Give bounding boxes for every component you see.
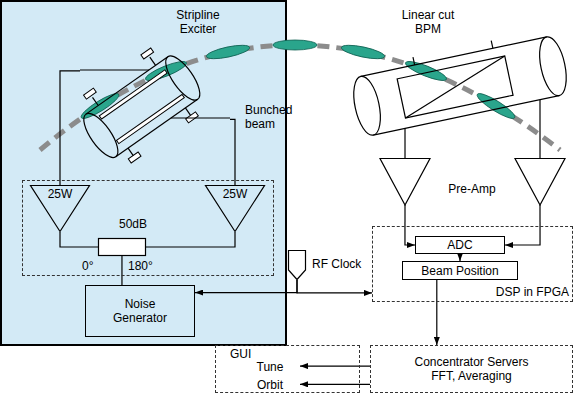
preamp-triangle [515,159,565,206]
node-label: 25W [30,187,90,201]
drive-feed-wire [80,69,149,70]
termination-resistor [186,112,199,123]
signal-connector [60,71,80,185]
preamp-output-wire [539,205,540,222]
bunch [273,40,317,50]
node-label: RF Clock [312,257,372,271]
signal-connector [459,254,460,261]
node-label: Orbit [257,378,283,392]
pickup-wire [404,128,405,140]
server-group: Concentrator ServersFFT, Averaging [370,345,573,393]
beam-bunches [79,40,518,122]
signal-connector [404,140,405,158]
node-label: GUI [230,347,270,361]
termination-resistor [141,48,154,59]
feedthrough [150,57,156,65]
cylinder-wall [86,57,168,114]
termination-resistor [128,152,141,163]
node-label: ADC [447,238,472,252]
rf-clock-source-drawing [288,250,306,280]
bpm-pickup-drawing [345,6,570,140]
drive-feed-wire [171,117,230,118]
amplifier-triangle [31,186,90,232]
linear-cut-electrode [397,56,513,118]
node-label: Pre-Amp [432,182,512,196]
process-box: ADC [415,236,505,254]
cylinder-wall [116,99,198,156]
node-label: 0° [82,259,102,273]
node-label: 50dB [119,217,169,231]
feedthrough [92,97,98,105]
annotation-label: Bunched beam [245,103,301,131]
pickup-wire [539,100,540,140]
signal-connector [195,280,297,293]
node-label: Noise Generator [104,297,176,325]
node-label: FFT, Averaging [431,369,511,383]
dashed-group: GUITuneOrbit [215,345,360,393]
bunch [205,43,250,62]
rf-clock-source: RF Clock [288,250,306,280]
stripline-exciter: Stripline Exciter [80,6,230,168]
preamp-output-wire [404,205,405,222]
beam-path [40,45,560,150]
bunch [340,43,385,62]
amplifier-triangle [206,186,265,232]
process-box: Noise Generator [85,285,195,337]
gui-item: Orbit [240,376,300,393]
cylinder-end [535,34,571,98]
linear-cut-line [397,56,513,118]
node-label: Tune [257,360,284,374]
dashed-group: 50dB25W25W0°180° [22,180,274,276]
node-label: 25W [205,187,265,201]
node-label: 180° [128,259,162,273]
clock-probe [289,251,306,280]
signal-connector [297,280,372,293]
dashed-group: DSP in FPGA ADC Beam Position [372,226,573,302]
preamp-triangle [380,159,430,206]
node-label: Beam Position [421,264,498,278]
exciter-panel [1,1,286,345]
signal-connector [146,232,235,247]
hybrid-splitter: 0°180° [98,238,146,256]
exciter-cylinder [68,37,214,174]
cylinder-wall [373,96,559,136]
node-label: Concentrator Servers [414,355,528,369]
signal-connector [121,256,122,285]
stripline-electrode [116,94,184,143]
node-label: Stripline Exciter [166,8,230,36]
signal-connector [230,119,235,185]
cylinder-wall [361,37,547,77]
process-box: Beam Position [402,261,518,280]
cylinder-end [349,74,385,138]
termination-resistor [84,88,97,99]
pickup-feedthrough [491,41,493,49]
amplifier-symbol: 25W [205,185,265,232]
signal-connector [60,232,98,247]
bpm-pickup: Linear cut BPM [345,6,570,140]
splitter-box [99,239,146,256]
bpm-cylinder [347,27,570,138]
node-label: DSP in FPGA [485,285,569,299]
preamp-group: Pre-Amp [372,158,573,222]
amplifier-symbol: 25W [30,185,90,232]
node-label: Linear cut BPM [393,8,463,36]
hybrid-splitter-drawing [98,238,146,256]
pickup-feedthrough [413,57,415,65]
signal-connector [436,280,437,345]
signal-connector [539,140,540,158]
